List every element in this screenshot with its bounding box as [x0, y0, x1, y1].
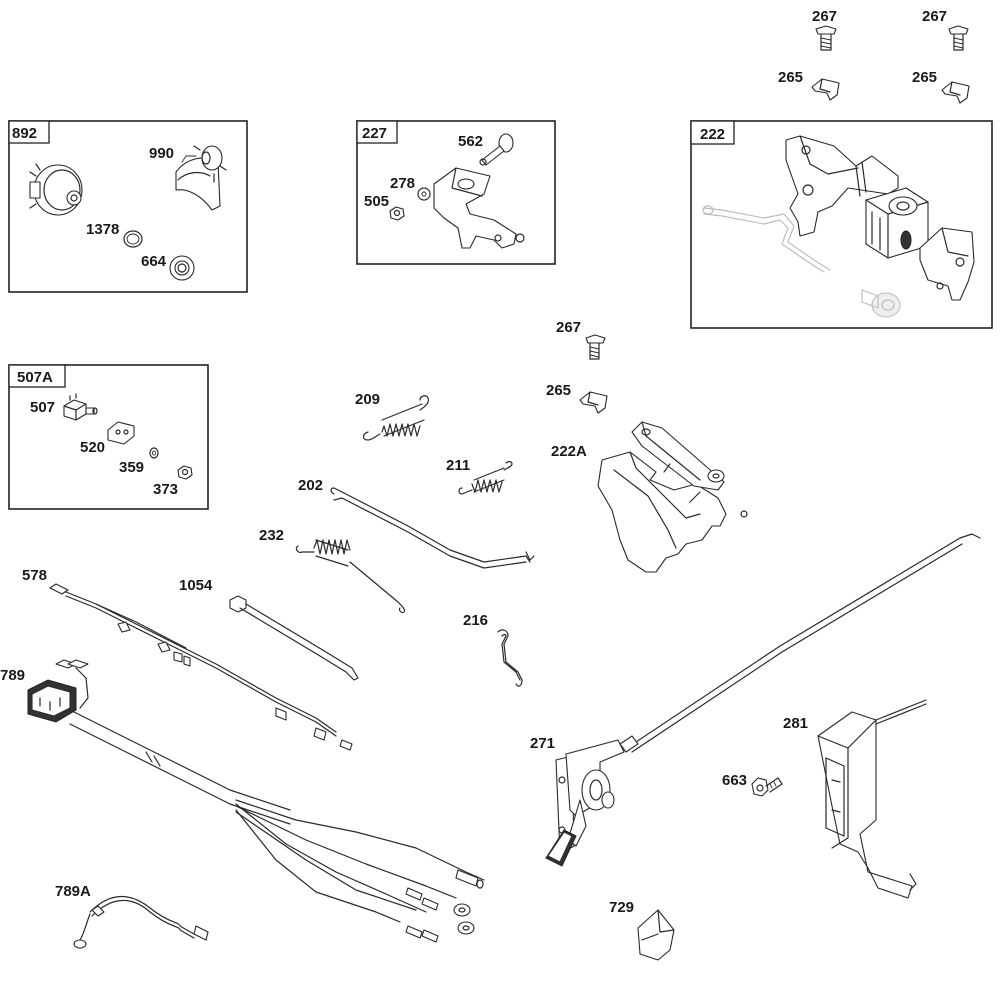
kit-label-227: 227: [362, 125, 387, 142]
label-789A: 789A: [55, 883, 91, 900]
kit-box-892[interactable]: [8, 120, 248, 293]
label-281: 281: [783, 715, 808, 732]
label-990: 990: [149, 145, 174, 162]
spring-232-icon[interactable]: [295, 539, 406, 614]
label-211: 211: [446, 457, 470, 474]
label-232: 232: [259, 527, 284, 544]
control-cable-icon[interactable]: [619, 533, 981, 753]
cable-clamp-281-icon[interactable]: [817, 699, 927, 899]
kit-box-222[interactable]: [690, 120, 993, 329]
label-216: 216: [463, 612, 488, 629]
interlock-switch-icon[interactable]: [63, 393, 98, 421]
kit-box-507A[interactable]: [8, 364, 209, 510]
control-bracket-222A-icon[interactable]: [597, 421, 748, 573]
cable-clip-729-icon[interactable]: [637, 909, 675, 961]
bracket-520-icon[interactable]: [107, 421, 135, 445]
label-664: 664: [141, 253, 167, 270]
label-209: 209: [355, 391, 380, 408]
label-271: 271: [530, 735, 555, 752]
label-505: 505: [364, 193, 389, 210]
kit-label-892: 892: [12, 125, 37, 142]
kit-label-507A: 507A: [17, 369, 53, 386]
label-202: 202: [298, 477, 323, 494]
wire-harness-789-icon[interactable]: [27, 659, 485, 943]
nut-373-icon[interactable]: [177, 465, 193, 480]
kit-box-227[interactable]: [356, 120, 556, 265]
label-267-mid: 267: [556, 319, 581, 336]
label-265-mid: 265: [546, 382, 571, 399]
bushing-icon[interactable]: [169, 255, 195, 281]
cable-tie-icon[interactable]: [229, 595, 359, 681]
bracket-icon[interactable]: [433, 167, 525, 249]
label-729: 729: [609, 899, 634, 916]
screw-267-mid[interactable]: [585, 334, 606, 360]
key-icon[interactable]: [175, 145, 227, 211]
washer-icon[interactable]: [417, 187, 431, 201]
nut-icon[interactable]: [389, 206, 405, 221]
clamp-265-left[interactable]: [811, 78, 840, 101]
label-578: 578: [22, 567, 47, 584]
screw-267-right[interactable]: [948, 25, 969, 51]
label-562: 562: [458, 133, 483, 150]
knob-icon[interactable]: [861, 289, 901, 318]
label-520: 520: [80, 439, 105, 456]
rod-216-icon[interactable]: [497, 629, 523, 687]
snap-ring-icon[interactable]: [123, 230, 143, 248]
label-222A: 222A: [551, 443, 587, 460]
label-267-right: 267: [922, 8, 947, 25]
rod-202-icon[interactable]: [330, 487, 535, 569]
label-663: 663: [722, 772, 747, 789]
clamp-265-right[interactable]: [941, 81, 970, 104]
link-rod-icon[interactable]: [702, 205, 831, 273]
label-265-right: 265: [912, 69, 937, 86]
label-507: 507: [30, 399, 55, 416]
wire-harness-578-icon[interactable]: [49, 583, 353, 751]
label-278: 278: [390, 175, 415, 192]
pin-icon[interactable]: [479, 133, 514, 166]
label-373: 373: [153, 481, 178, 498]
kit-label-222: 222: [700, 126, 725, 143]
label-1054: 1054: [179, 577, 213, 594]
throttle-control-icon[interactable]: [545, 739, 625, 867]
ignition-switch-icon[interactable]: [29, 163, 83, 216]
wire-789A-icon[interactable]: [73, 895, 209, 949]
label-265-left: 265: [778, 69, 803, 86]
label-267-left: 267: [812, 8, 837, 25]
label-789: 789: [0, 667, 25, 684]
label-1378: 1378: [86, 221, 119, 238]
governor-control-bracket-icon[interactable]: [785, 135, 975, 301]
clamp-265-mid[interactable]: [579, 391, 608, 414]
screw-663-icon[interactable]: [751, 777, 783, 797]
spring-209-icon[interactable]: [362, 395, 430, 441]
label-359: 359: [119, 459, 144, 476]
washer-359-icon[interactable]: [149, 447, 159, 459]
spring-211-icon[interactable]: [458, 461, 513, 495]
screw-267-left[interactable]: [815, 25, 837, 51]
